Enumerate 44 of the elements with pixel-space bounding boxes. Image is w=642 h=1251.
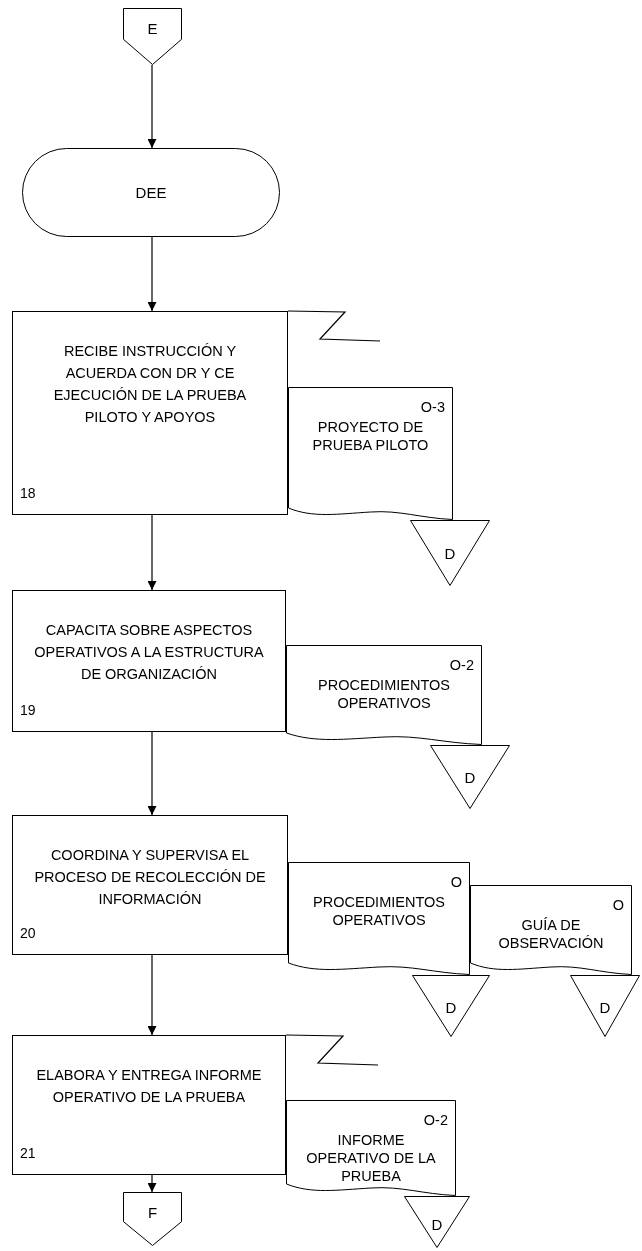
document-code: O-2: [449, 657, 474, 674]
flow-arrow: [147, 64, 157, 149]
off-page-connector: [123, 1192, 182, 1246]
document-title: INFORME OPERATIVO DE LA PRUEBA: [305, 1131, 437, 1185]
process-text: RECIBE INSTRUCCIÓN Y ACUERDA CON DR Y CE EJECUCIÓN DE LA PRUEBA PILOTO Y APOYOS: [52, 342, 248, 427]
document-title: PROYECTO DE PRUEBA PILOTO: [311, 418, 430, 454]
connector-letter: E: [146, 20, 159, 37]
file-letter: D: [598, 998, 612, 1016]
communication-zigzag: [285, 1034, 379, 1066]
step-number: 20: [20, 925, 36, 942]
flow-arrow: [147, 731, 157, 816]
file-triangle: [410, 520, 490, 586]
file-letter: D: [444, 998, 458, 1016]
flow-arrow: [147, 236, 157, 312]
step-number: 19: [20, 702, 36, 719]
file-triangle: [430, 745, 510, 809]
document-code: O-3: [420, 399, 445, 416]
flow-arrow: [147, 514, 157, 591]
off-page-connector: [123, 8, 182, 65]
document-code: O-2: [423, 1112, 448, 1129]
file-letter: D: [463, 769, 477, 787]
document-title: GUÍA DE OBSERVACIÓN: [497, 916, 605, 952]
flow-arrow: [147, 954, 157, 1036]
flow-arrow: [147, 1174, 157, 1193]
process-text: COORDINA Y SUPERVISA EL PROCESO DE RECOLECCIÓN DE INFORMACIÓN: [33, 846, 267, 909]
step-number: 18: [20, 485, 36, 502]
connector-letter: F: [146, 1204, 159, 1221]
terminator-label: DEE: [135, 184, 167, 201]
file-triangle: [404, 1196, 470, 1248]
process-box: [12, 815, 288, 955]
file-letter: D: [430, 1215, 444, 1233]
file-triangle: [570, 975, 640, 1037]
file-triangle: [412, 975, 490, 1037]
document-title: PROCEDIMIENTOS OPERATIVOS: [317, 676, 451, 712]
document-title: PROCEDIMIENTOS OPERATIVOS: [312, 893, 446, 929]
file-letter: D: [443, 545, 457, 563]
document-symbol: [288, 387, 453, 520]
process-box: [12, 590, 286, 732]
process-text: CAPACITA SOBRE ASPECTOS OPERATIVOS A LA ESTRUCTURA DE ORGANIZACIÓN: [33, 621, 265, 684]
communication-zigzag: [287, 310, 381, 342]
process-text: ELABORA Y ENTREGA INFORME OPERATIVO DE LA PRUEBA: [35, 1066, 263, 1107]
document-code: O: [450, 874, 462, 891]
step-number: 21: [20, 1145, 36, 1162]
document-code: O: [612, 897, 624, 914]
